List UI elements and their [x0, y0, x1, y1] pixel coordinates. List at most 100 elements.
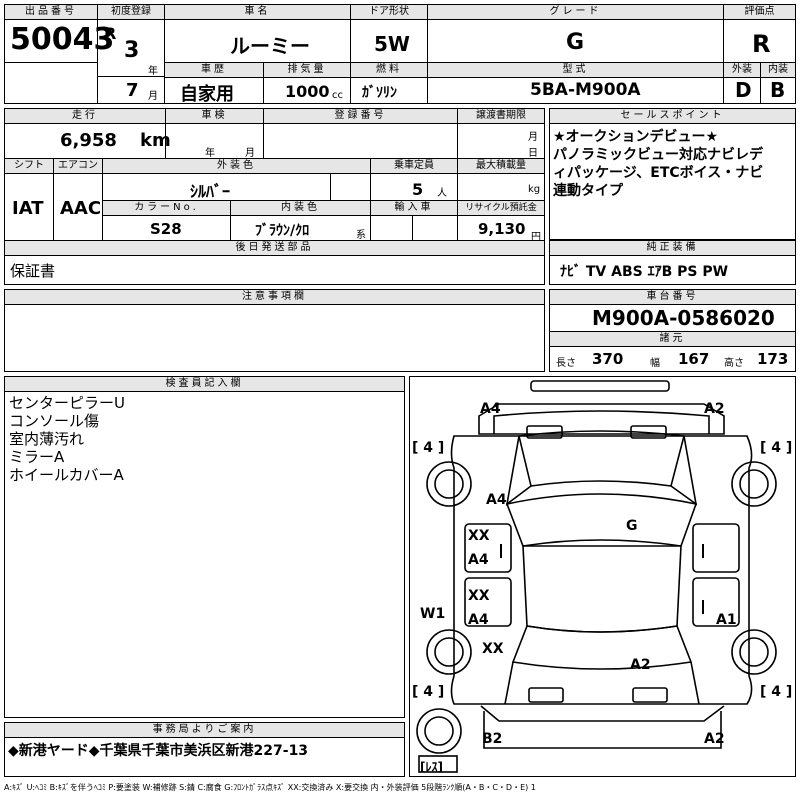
inspector-note: コンソール傷: [9, 412, 100, 430]
damage-mark: A4: [468, 552, 489, 568]
kg-unit: kg: [528, 184, 541, 195]
ac-label: エアコン: [54, 159, 102, 174]
yen-unit: 円: [531, 232, 541, 243]
damage-mark: G: [626, 518, 638, 534]
shift-label: シフト: [5, 159, 53, 174]
int-color-label: 内装色: [231, 201, 370, 216]
grade-label: グレード: [428, 5, 723, 20]
notes-label: 注意事項欄: [5, 290, 544, 305]
capacity-label: 乗車定員: [371, 159, 457, 174]
inspection-month-unit: 月: [245, 148, 255, 159]
damage-legend: A:ｷｽﾞ U:ﾍｺﾐ B:ｷｽﾞを伴うﾍｺﾐ P:要塗装 W:補修跡 S:錆 …: [4, 783, 536, 792]
registration-year: 3: [124, 38, 140, 63]
person-unit: 人: [437, 188, 447, 199]
tire-tread-rr: [ 4 ]: [760, 684, 793, 700]
sales-point-line: 連動タイプ: [553, 183, 623, 199]
car-outline-drawing: [416, 380, 777, 773]
recycle-label: リサイクル預託金: [458, 201, 544, 216]
registration-number-label: 登録番号: [264, 109, 457, 124]
damage-mark: A2: [704, 401, 725, 417]
sales-point-line: ★オークションデビュー★: [553, 129, 719, 145]
fuel-label: 燃料: [351, 63, 427, 78]
max-load-label: 最大積載量: [458, 159, 544, 174]
month-unit: 月: [148, 91, 158, 102]
door-type: 5W: [374, 32, 410, 56]
shift: IAT: [12, 198, 44, 219]
registration-month: 7: [126, 80, 139, 101]
damage-mark: B2: [482, 731, 503, 747]
exterior-color: ｼﾙﾊﾞｰ: [190, 182, 231, 201]
inspection-year-unit: 年: [205, 148, 215, 159]
km-unit: km: [140, 130, 171, 151]
chassis-label: 車台番号: [550, 290, 795, 305]
damage-mark: A4: [480, 401, 501, 417]
model-code: 5BA-M900A: [530, 80, 641, 100]
color-no-label: カラーNo.: [103, 201, 230, 216]
mileage-label: 走行: [5, 109, 165, 124]
damage-mark: A1: [716, 612, 737, 628]
cc-unit: cc: [332, 90, 343, 101]
damage-mark: A2: [704, 731, 725, 747]
sales-points-text: ★オークションデビュー★ パノラミックビュー対応ナビレデ ィパッケージ、ETCボ…: [553, 128, 793, 200]
history-label: 車歴: [165, 63, 263, 78]
inspector-block: [4, 376, 405, 718]
ext-color-label: 外装色: [103, 159, 370, 174]
import-label: 輸入車: [371, 201, 457, 216]
interior-color: ﾌﾞﾗｳﾝ/ｸﾛ: [255, 223, 310, 239]
spare-tire-label: [ﾚｽ]: [420, 760, 443, 774]
office-message: ◆新港ヤード◆千葉県千葉市美浜区新港227-13: [8, 743, 309, 759]
transfer-doc-month-unit: 月: [528, 132, 538, 143]
inspector-note: 室内薄汚れ: [9, 430, 85, 448]
tire-tread-rl: [ 4 ]: [412, 684, 445, 700]
sales-points-block: [549, 108, 796, 240]
door-type-label: ドア形状: [351, 5, 427, 20]
car-name-label: 車名: [165, 5, 350, 20]
damage-mark: XX: [468, 528, 490, 544]
exterior-grade: D: [735, 78, 752, 102]
interior-grade: B: [770, 78, 786, 102]
damage-mark: XX: [482, 641, 504, 657]
width-value: 167: [678, 350, 710, 368]
displacement: 1000: [285, 82, 330, 101]
width-label: 幅: [650, 358, 660, 369]
car-history: 自家用: [180, 84, 234, 105]
height-label: 高さ: [724, 358, 744, 369]
equipment-label: 純正装備: [550, 241, 795, 256]
inspector-note: ホイールカバーA: [9, 466, 124, 484]
exterior-label: 外装: [724, 63, 760, 78]
car-name: ルーミー: [230, 34, 310, 58]
car-diagram: [409, 376, 796, 777]
auction-score: R: [752, 30, 771, 58]
office-label: 事務局よりご案内: [5, 723, 404, 738]
era: R: [104, 24, 117, 43]
damage-mark: A4: [486, 492, 507, 508]
kei-unit: 系: [356, 230, 366, 241]
recycle-deposit: 9,130: [478, 220, 526, 238]
inspector-note: ミラーA: [9, 448, 65, 466]
damage-mark: XX: [468, 588, 490, 604]
inspector-label: 検査員記入欄: [5, 377, 404, 392]
transfer-doc-day-unit: 日: [528, 148, 538, 159]
air-conditioner: AAC: [60, 198, 102, 219]
fuel: ｶﾞｿﾘﾝ: [362, 85, 397, 101]
dimensions-label: 諸元: [550, 332, 795, 347]
tire-tread-fr: [ 4 ]: [760, 440, 793, 456]
year-unit: 年: [148, 66, 158, 77]
interior-label: 内装: [761, 63, 795, 78]
transfer-doc-label: 譲渡書期限: [458, 109, 544, 124]
length-value: 370: [592, 350, 624, 368]
mileage: 6,958: [60, 130, 117, 151]
first-registration-label: 初度登録: [98, 5, 164, 20]
damage-mark: A2: [630, 657, 651, 673]
tire-tread-fl: [ 4 ]: [412, 440, 445, 456]
inspector-notes: センターピラーU コンソール傷 室内薄汚れ ミラーA ホイールカバーA: [9, 394, 399, 484]
displacement-label: 排気量: [264, 63, 350, 78]
later-parts: 保証書: [10, 262, 56, 280]
header-block: [4, 4, 796, 104]
capacity: 5: [412, 180, 424, 199]
model-label: 型式: [428, 63, 723, 78]
sales-point-line: ィパッケージ、ETCボイス・ナビ: [553, 165, 764, 181]
sales-points-label: セールスポイント: [550, 109, 795, 124]
sales-point-line: パノラミックビュー対応ナビレデ: [553, 147, 763, 163]
grade: G: [566, 30, 585, 55]
